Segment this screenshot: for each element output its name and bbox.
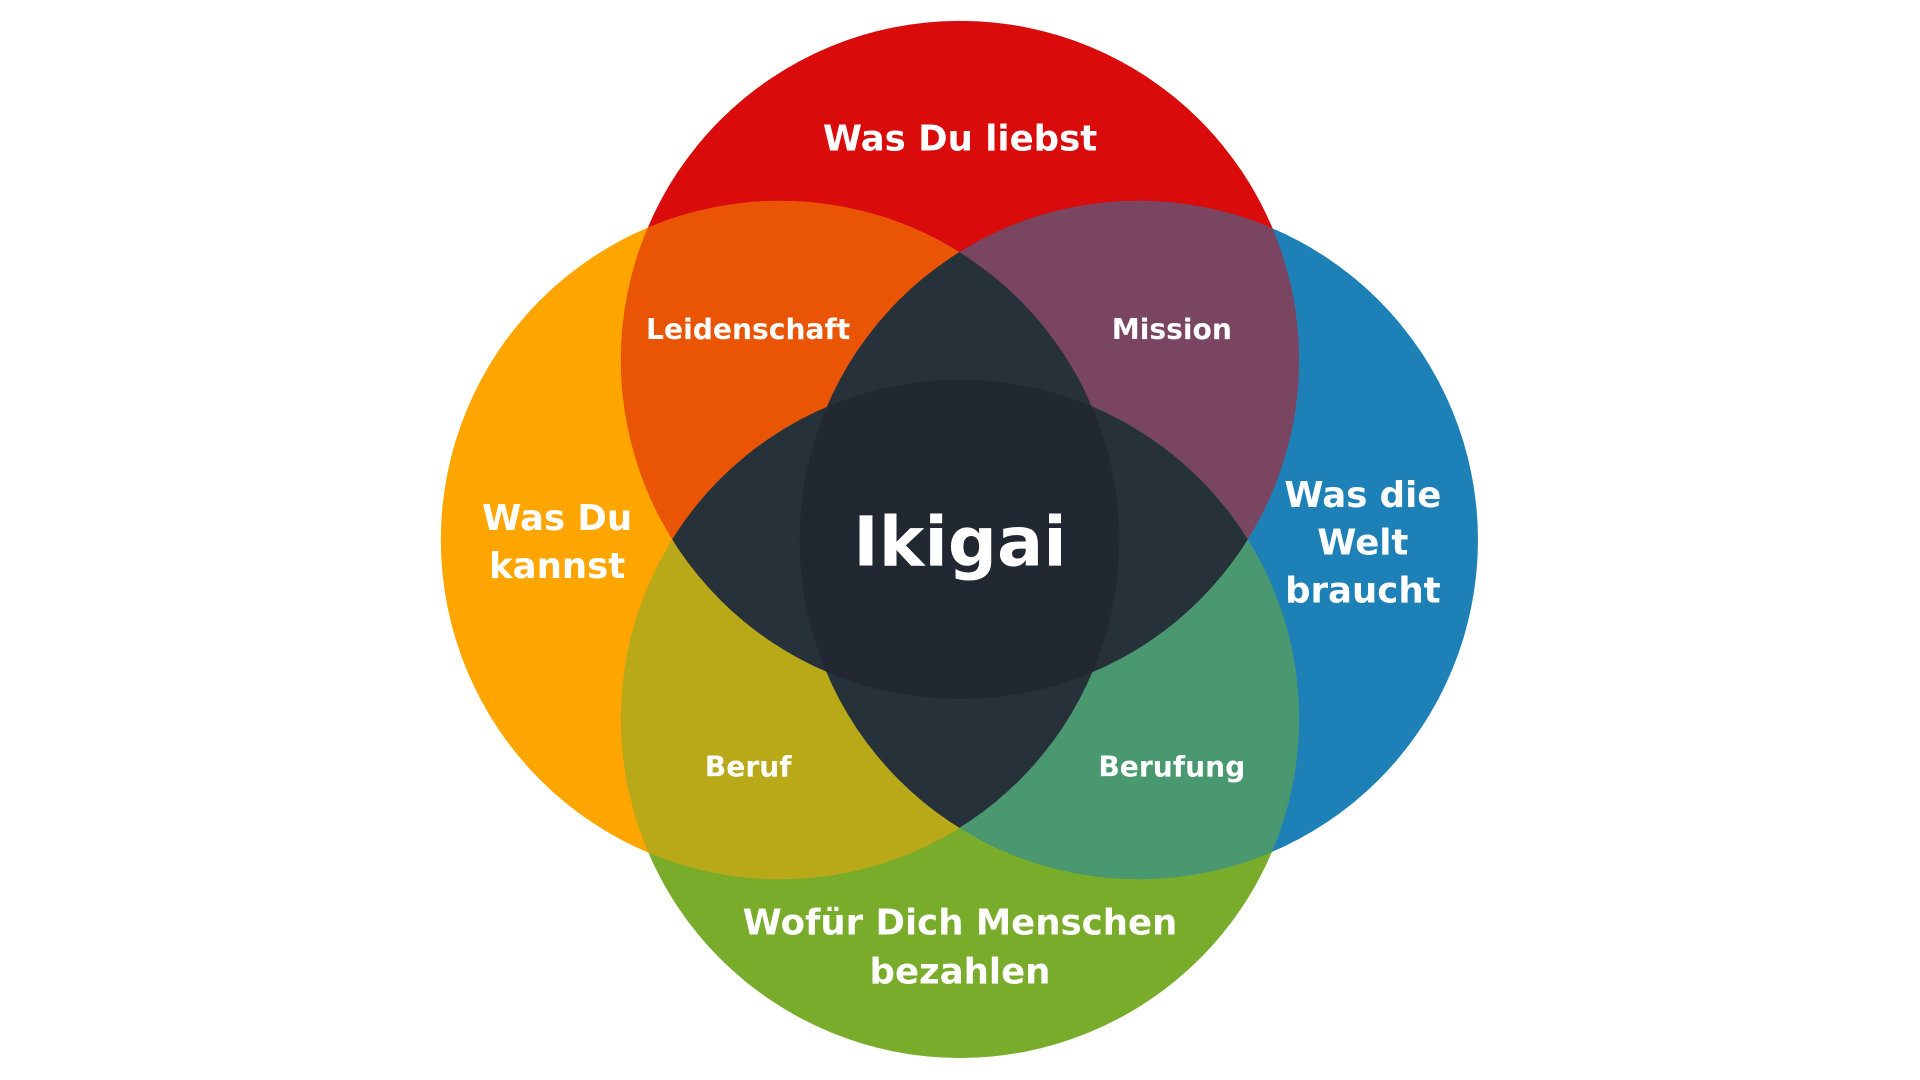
label-vocation: Berufung bbox=[1098, 750, 1245, 783]
label-ikigai: Ikigai bbox=[853, 503, 1066, 583]
label-what-you-love: Was Du liebst bbox=[823, 119, 1097, 160]
label-mission: Mission bbox=[1112, 313, 1232, 346]
label-passion: Leidenschaft bbox=[646, 313, 850, 346]
label-profession: Beruf bbox=[705, 750, 792, 783]
